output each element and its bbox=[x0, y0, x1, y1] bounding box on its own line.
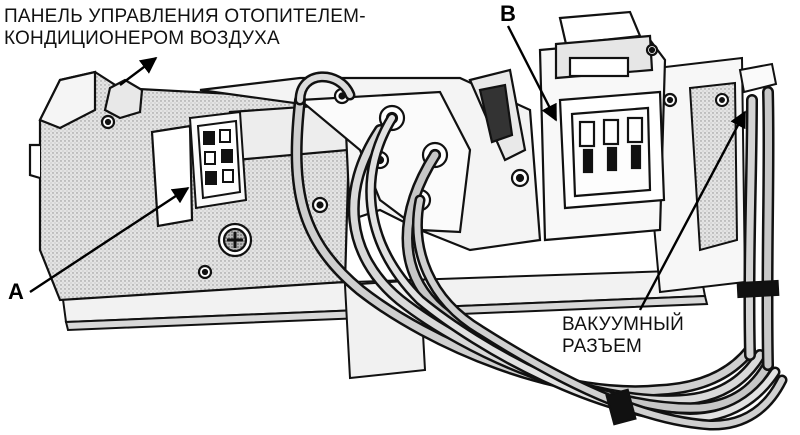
vacuum-caption-line1: ВАКУУМНЫЙ bbox=[562, 314, 684, 335]
panel-caption-line1: ПАНЕЛЬ УПРАВЛЕНИЯ ОТОПИТЕЛЕМ- bbox=[4, 6, 366, 27]
leader-a bbox=[29, 186, 190, 294]
leader-vacuum bbox=[638, 110, 747, 311]
callout-leaders bbox=[29, 25, 747, 311]
panel-caption: ПАНЕЛЬ УПРАВЛЕНИЯ ОТОПИТЕЛЕМ- КОНДИЦИОНЕ… bbox=[4, 6, 366, 50]
callout-b: B bbox=[500, 1, 516, 26]
vertical-hose bbox=[738, 62, 778, 371]
hose-clamps bbox=[605, 279, 780, 426]
connector-a bbox=[188, 110, 248, 210]
right-frame bbox=[638, 56, 747, 294]
callout-a: A bbox=[8, 279, 24, 304]
leader-panel bbox=[119, 56, 158, 86]
vacuum-caption-line2: РАЗЪЕМ bbox=[562, 336, 643, 357]
connector-b bbox=[538, 10, 678, 242]
panel-caption-line2: КОНДИЦИОНЕРОМ ВОЗДУХА bbox=[4, 28, 280, 49]
leader-b bbox=[506, 25, 558, 122]
vacuum-connector-caption: ВАКУУМНЫЙ РАЗЪЕМ bbox=[562, 314, 684, 358]
vacuum-hose-bundle bbox=[290, 71, 788, 431]
